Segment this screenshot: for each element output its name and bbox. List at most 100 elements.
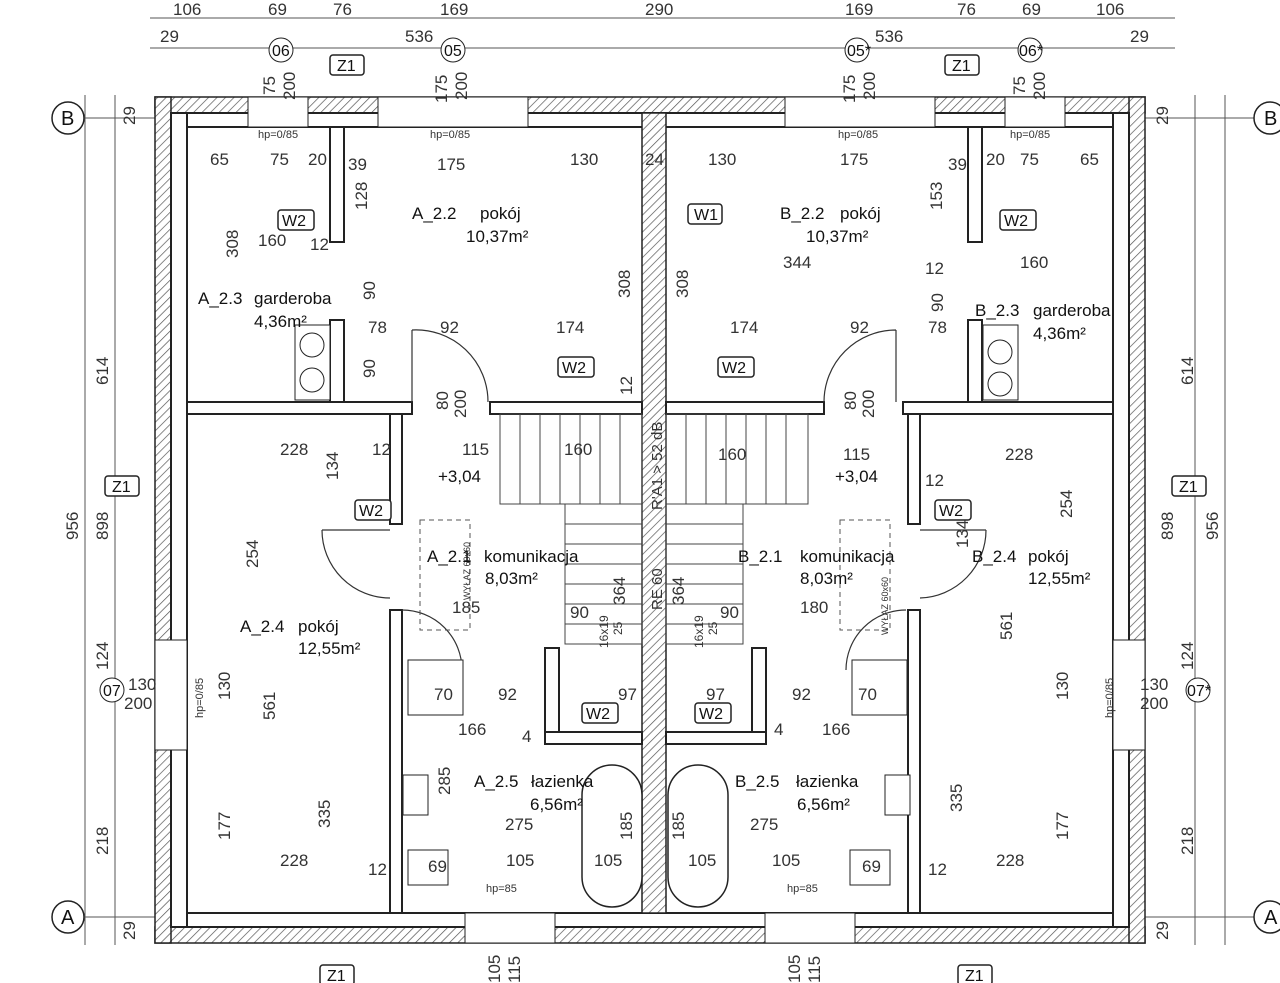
win-size-200-left-small: 200 — [280, 72, 299, 100]
dim-175-left: 175 — [437, 155, 465, 174]
marker-05-left: 05 — [444, 43, 462, 60]
room-a24-type: pokój — [298, 617, 339, 636]
dim-90-a: 90 — [360, 281, 379, 300]
room-a21-name: A_2.1 — [427, 547, 471, 566]
window-sizes: 75 200 175 200 175 200 75 200 130 200 13… — [124, 72, 1168, 983]
dim-29-left-bottom: 29 — [120, 921, 139, 940]
dim-335-right: 335 — [947, 784, 966, 812]
dim-308-left: 308 — [223, 230, 242, 258]
tag-z1-bottom-left: Z1 — [327, 968, 346, 983]
dim-285: 285 — [435, 767, 454, 795]
dim-20-left: 20 — [308, 150, 327, 169]
dim-956-left: 956 — [63, 512, 82, 540]
axis-a-right: A — [1264, 907, 1278, 929]
dim-105-right-b: 105 — [772, 851, 800, 870]
dim-228-b: 228 — [1005, 445, 1033, 464]
dim-12-b: 12 — [925, 259, 944, 278]
dim-175-right: 175 — [840, 150, 868, 169]
room-b25-type: łazienka — [796, 772, 859, 791]
dim-174-left: 174 — [556, 318, 584, 337]
dim-70-left: 70 — [434, 685, 453, 704]
dim-124-left: 124 — [93, 642, 112, 670]
dim-228-a: 228 — [280, 440, 308, 459]
dim-200-a: 200 — [451, 390, 470, 418]
hp-side-left: hp=0/85 — [194, 678, 206, 718]
room-a22-type: pokój — [480, 204, 521, 223]
interior-dimensions: 65 75 20 39 175 130 24 130 175 39 20 75 … — [210, 150, 1099, 879]
dim-top-536-right: 536 — [875, 27, 903, 46]
party-wall: R'A1 > 52 dB RE 60 — [641, 112, 667, 914]
dim-614-right: 614 — [1178, 357, 1197, 385]
hp-bottom-left: hp=85 — [486, 883, 517, 895]
dim-75-left: 75 — [270, 150, 289, 169]
dim-24: 24 — [645, 150, 664, 169]
dim-218-right: 218 — [1178, 827, 1197, 855]
tag-z1-bottom-right: Z1 — [965, 968, 984, 983]
hp-right-big: hp=0/85 — [838, 129, 878, 141]
dim-275-right: 275 — [750, 815, 778, 834]
element-tags: Z1 Z1 Z1 Z1 Z1 Z1 W1 W2 W2 W2 W2 W2 W2 W… — [104, 54, 1207, 983]
hp-left-big: hp=0/85 — [430, 129, 470, 141]
dim-92-a: 92 — [440, 318, 459, 337]
win-size-130-left: 130 — [128, 675, 156, 694]
room-b22-name: B_2.2 — [780, 204, 824, 223]
dim-228-bottom-right: 228 — [996, 851, 1024, 870]
win-size-175-right: 175 — [840, 75, 859, 103]
dim-75-right: 75 — [1020, 150, 1039, 169]
dim-105-left-a: 105 — [506, 851, 534, 870]
dim-top-106-left: 106 — [173, 0, 201, 19]
axis-a-left: A — [61, 907, 75, 929]
room-b24-name: B_2.4 — [972, 547, 1016, 566]
dim-29-left-top: 29 — [120, 106, 139, 125]
staircase: 16x19 25 16x19 25 — [499, 413, 809, 648]
dim-97-right: 97 — [706, 685, 725, 704]
dim-top-169-left: 169 — [440, 0, 468, 19]
dim-12-a: 12 — [310, 235, 329, 254]
win-size-200-side-right: 200 — [1140, 694, 1168, 713]
dim-12-mid-left: 12 — [372, 440, 391, 459]
dim-top-536-left: 536 — [405, 27, 433, 46]
hp-right-small: hp=0/85 — [1010, 129, 1050, 141]
dim-166-left: 166 — [458, 720, 486, 739]
dim-364-right: 364 — [669, 577, 688, 605]
dim-153: 153 — [927, 182, 946, 210]
dim-20-right: 20 — [986, 150, 1005, 169]
dim-308-center-left: 308 — [615, 270, 634, 298]
dim-134-right: 134 — [953, 520, 972, 548]
dim-12-mid-right: 12 — [925, 471, 944, 490]
stair-tread-left: 25 — [611, 621, 625, 635]
tag-w2-stair-left: W2 — [562, 360, 586, 377]
dim-78-right: 78 — [928, 318, 947, 337]
stair-step-right: 16x19 — [692, 615, 706, 648]
room-a21-type: komunikacja — [484, 547, 579, 566]
interior-walls — [186, 126, 1114, 914]
win-size-130-right: 130 — [1140, 675, 1168, 694]
dim-top-29-left: 29 — [160, 27, 179, 46]
dim-160-left: 160 — [258, 231, 286, 250]
dim-185: 185 — [452, 598, 480, 617]
tag-w2-a21: W2 — [359, 503, 383, 520]
dim-308-center-right: 308 — [673, 270, 692, 298]
win-size-75-right: 75 — [1010, 76, 1029, 95]
dim-160-stair-right: 160 — [718, 445, 746, 464]
dim-4-left: 4 — [522, 727, 531, 746]
dim-134-left: 134 — [323, 452, 342, 480]
stair-tread-right: 25 — [706, 621, 720, 635]
tag-w2-a22: W2 — [282, 213, 306, 230]
dim-80-a: 80 — [433, 391, 452, 410]
dim-124-right: 124 — [1178, 642, 1197, 670]
win-size-105-bottom-right: 105 — [785, 955, 804, 983]
stair-step-left: 16x19 — [597, 615, 611, 648]
dim-top-76-right: 76 — [957, 0, 976, 19]
tag-w2-b22: W2 — [1004, 213, 1028, 230]
dim-90-c: 90 — [928, 293, 947, 312]
room-b22-area: 10,37m² — [806, 227, 869, 246]
fire-note: RE 60 — [649, 568, 666, 610]
marker-07-right: 07* — [1187, 683, 1211, 700]
room-b23-type: garderoba — [1033, 301, 1111, 320]
hp-bottom-right: hp=85 — [787, 883, 818, 895]
dim-29-right-top: 29 — [1153, 106, 1172, 125]
room-a25-type: łazienka — [531, 772, 594, 791]
dim-335-left: 335 — [315, 800, 334, 828]
